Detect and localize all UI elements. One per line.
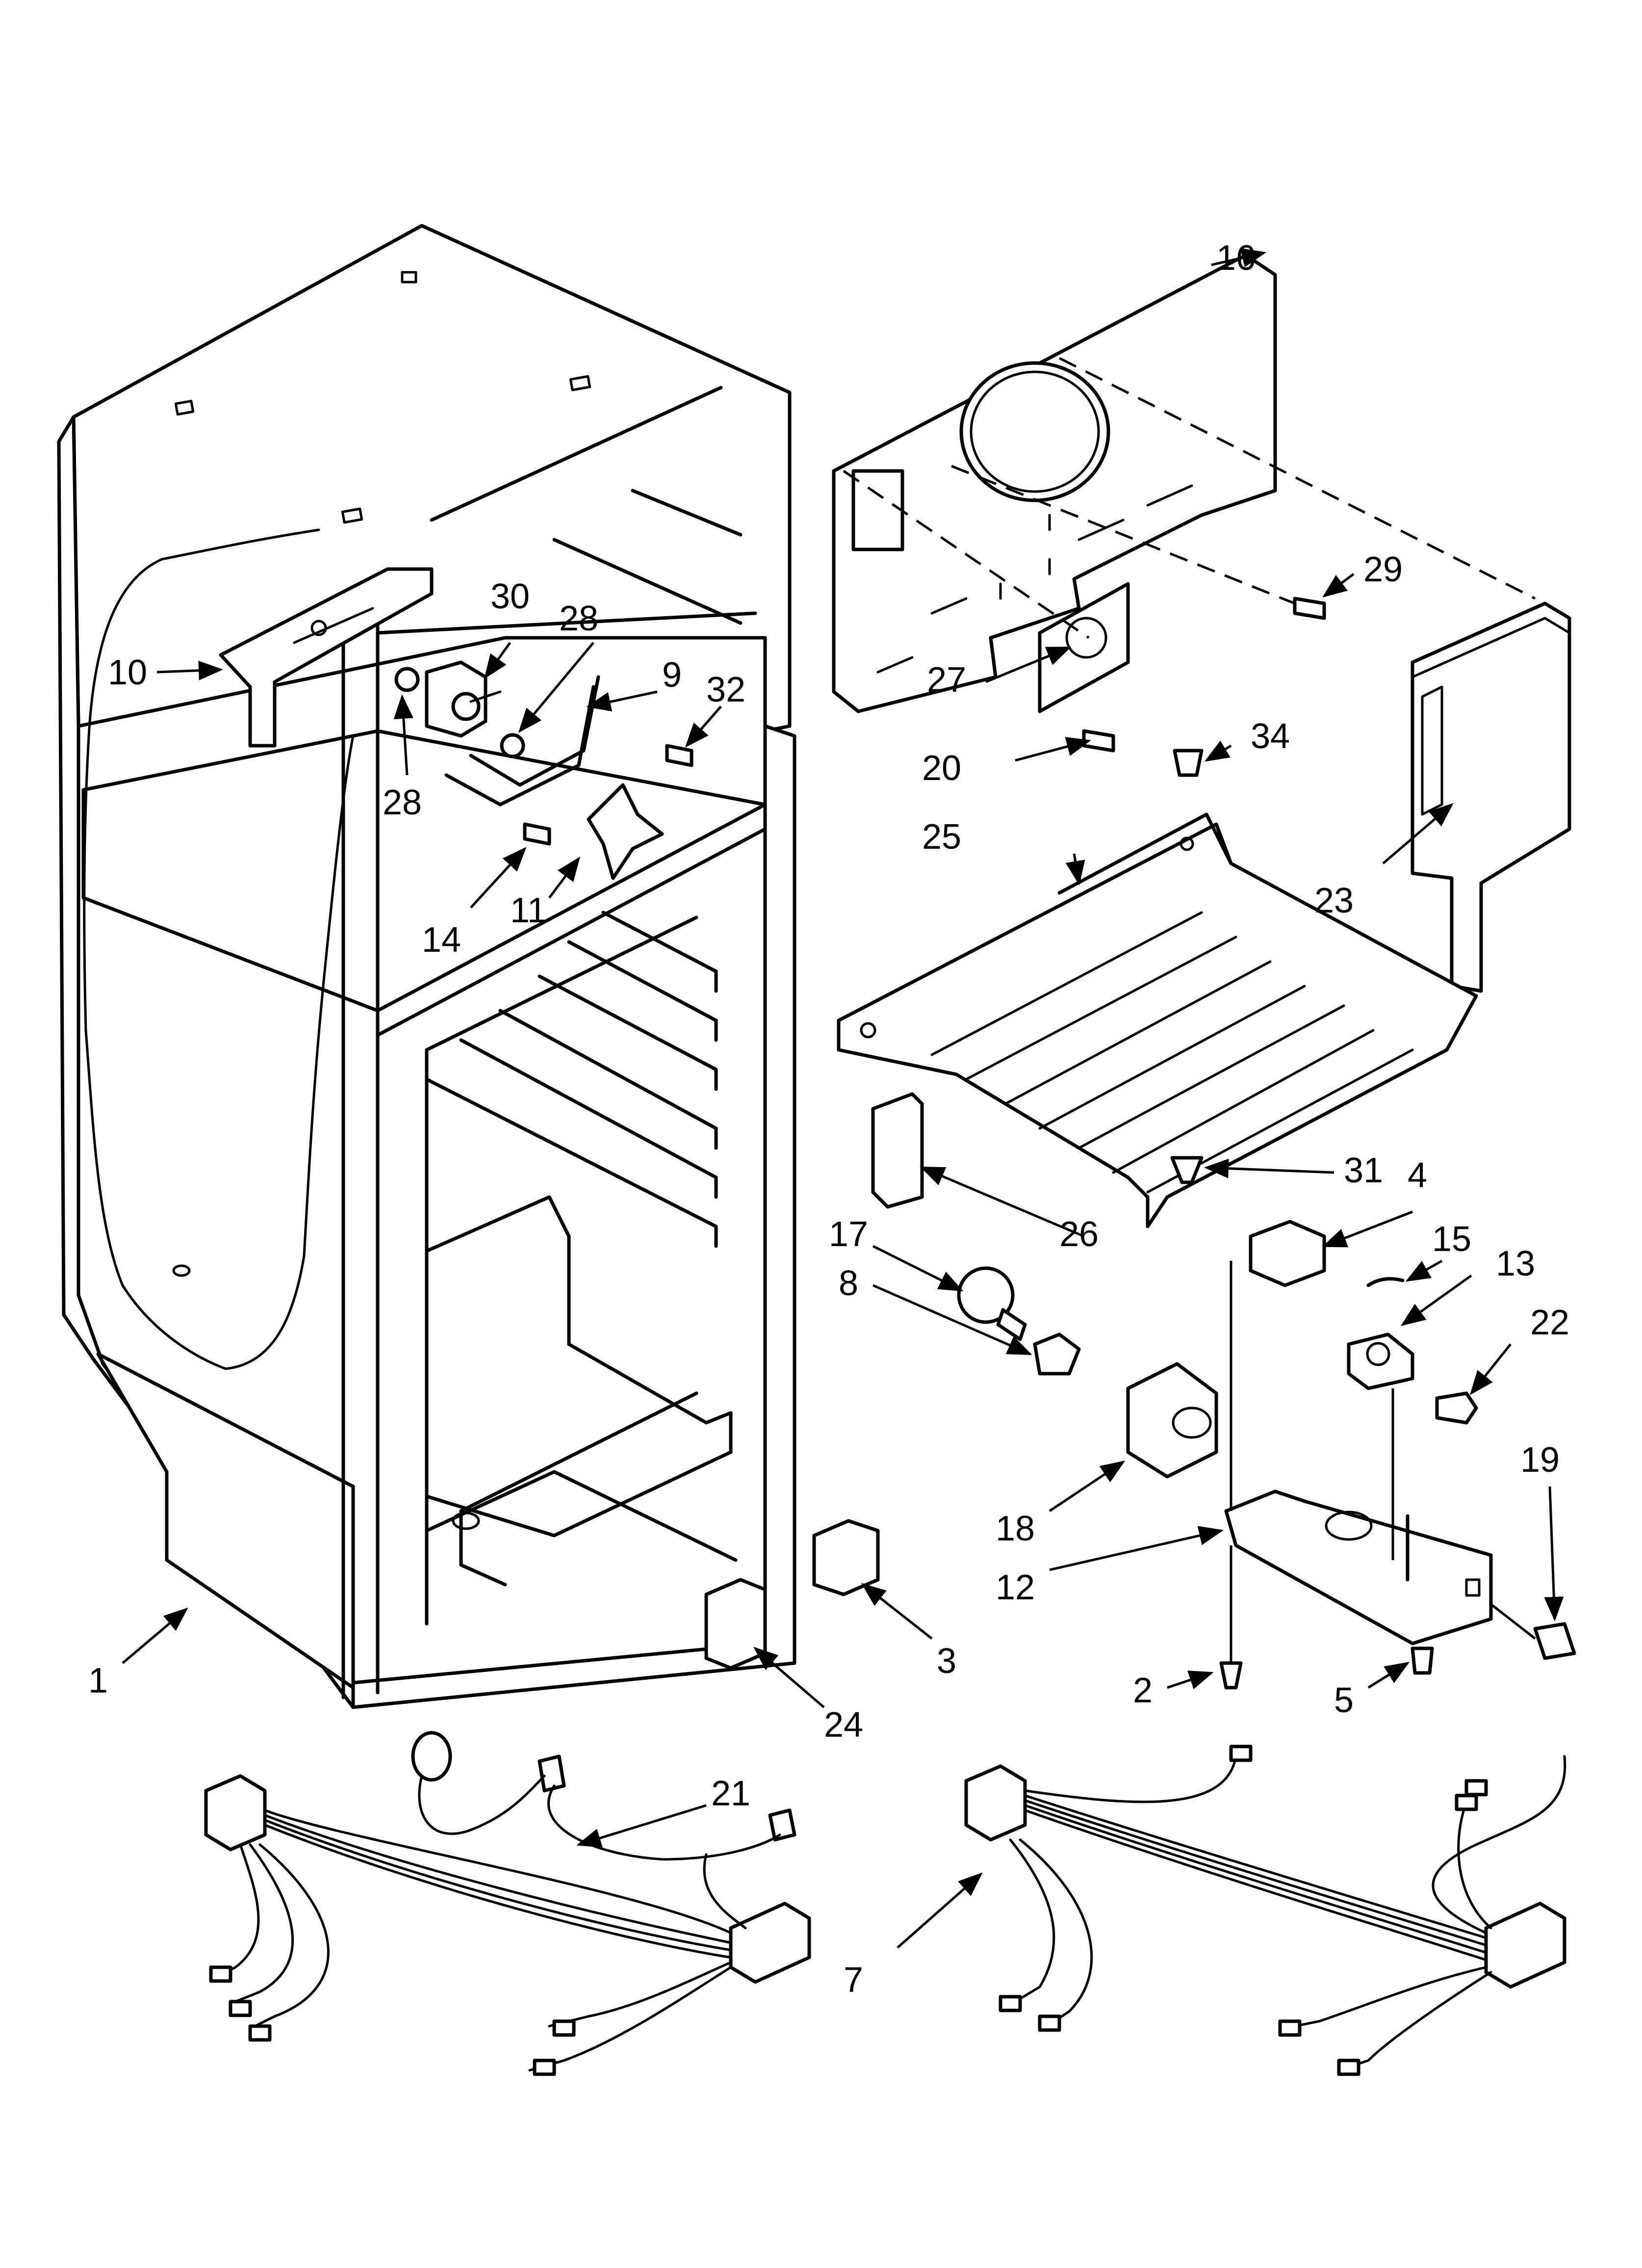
screw-29-icon <box>1293 597 1326 620</box>
callout-12: 12 <box>996 1568 1035 1607</box>
part-19 <box>1533 1622 1576 1660</box>
part-22 <box>1435 1391 1478 1425</box>
callout-19: 19 <box>1520 1440 1560 1480</box>
callout-2: 2 <box>1133 1671 1153 1710</box>
evaporator-cover <box>832 253 1277 713</box>
wire-harness-7 <box>964 1745 1566 2076</box>
callout-labels: 16 29 27 20 34 25 23 31 26 4 15 13 22 17… <box>88 238 1569 2000</box>
control-housing <box>1224 1489 1493 1645</box>
callout-32: 32 <box>706 670 745 709</box>
callout-3: 3 <box>937 1642 956 1681</box>
callout-17: 17 <box>829 1215 868 1254</box>
callout-18: 18 <box>996 1509 1035 1548</box>
part-15 <box>1366 1277 1405 1287</box>
callout-5: 5 <box>1334 1681 1354 1720</box>
screw-5-icon <box>1411 1646 1434 1675</box>
callout-26: 26 <box>1059 1215 1099 1254</box>
part-3 <box>812 1519 880 1596</box>
clip-26 <box>871 1092 924 1209</box>
callout-34: 34 <box>1251 717 1290 756</box>
callout-13: 13 <box>1496 1244 1535 1283</box>
callout-15: 15 <box>1432 1220 1471 1259</box>
callout-21: 21 <box>711 1774 750 1813</box>
screw-2-icon <box>1219 1661 1243 1690</box>
callout-16: 16 <box>1216 238 1256 278</box>
cabinet-liner <box>57 224 796 1709</box>
part-24 <box>704 1578 767 1670</box>
callout-20: 20 <box>922 749 961 788</box>
part-4 <box>1249 1220 1326 1287</box>
air-diffuser-bracket <box>219 567 434 748</box>
light-socket <box>1033 1332 1081 1376</box>
callout-11: 11 <box>510 891 547 930</box>
callout-28b: 28 <box>383 783 422 822</box>
screw-14-icon <box>523 822 551 846</box>
callout-24: 24 <box>824 1705 863 1745</box>
leader-lines <box>122 248 1564 1949</box>
callout-1: 1 <box>88 1661 108 1700</box>
fan-motor-bracket <box>444 685 595 807</box>
callout-7: 7 <box>844 1960 863 2000</box>
callout-14: 14 <box>422 920 461 960</box>
callout-27: 27 <box>927 660 966 700</box>
air-duct <box>1411 601 1571 993</box>
grommet-icon <box>500 733 525 758</box>
screw-34-icon <box>1173 749 1204 777</box>
damper-screw-icon <box>394 667 420 692</box>
wire-harness-21 <box>204 1731 811 2076</box>
rivet-31-icon <box>1170 1156 1204 1184</box>
callout-25: 25 <box>922 817 961 857</box>
callout-29: 29 <box>1363 550 1403 589</box>
temperature-control <box>425 660 502 738</box>
callout-4: 4 <box>1408 1156 1427 1195</box>
thermostat-13 <box>1347 1332 1414 1390</box>
callout-10: 10 <box>108 653 147 692</box>
callout-9: 9 <box>662 655 682 695</box>
screw-32-icon <box>665 744 693 767</box>
callout-22: 22 <box>1530 1303 1569 1342</box>
callout-8: 8 <box>839 1264 858 1303</box>
callout-30: 30 <box>490 577 530 616</box>
freezer-shelf <box>837 812 1478 1228</box>
light-bulb <box>957 1266 1027 1341</box>
callout-23: 23 <box>1314 881 1354 920</box>
fan-blade <box>587 783 664 880</box>
callout-31: 31 <box>1344 1151 1383 1190</box>
callout-28a: 28 <box>559 599 598 638</box>
